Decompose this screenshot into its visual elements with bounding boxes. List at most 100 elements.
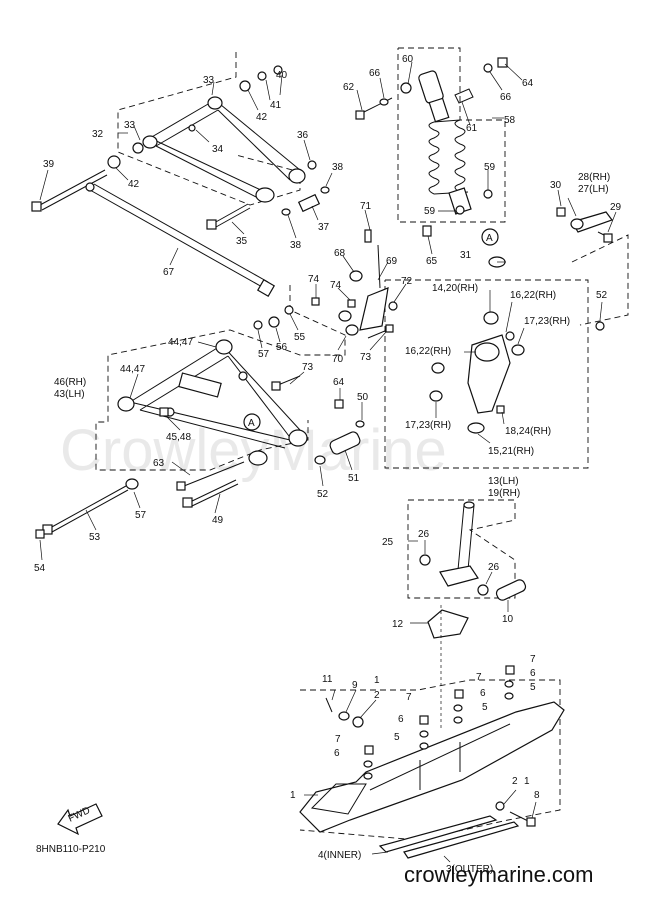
kingpin-25 bbox=[419, 501, 527, 601]
label-25: 25 bbox=[382, 537, 394, 548]
label-42b: 42 bbox=[128, 179, 140, 190]
group-32-box bbox=[117, 52, 301, 206]
label-53: 53 bbox=[89, 532, 101, 543]
label-57b: 57 bbox=[135, 510, 147, 521]
label-38a: 38 bbox=[332, 162, 344, 173]
label-67: 67 bbox=[163, 267, 175, 278]
label-32: 32 bbox=[92, 129, 104, 140]
label-72: 72 bbox=[401, 276, 413, 287]
upper-a-arm bbox=[107, 65, 330, 216]
label-17a: 17,23(RH) bbox=[524, 316, 570, 327]
label-7b: 7 bbox=[476, 672, 482, 683]
group-58-box bbox=[397, 47, 506, 223]
label-59a: 59 bbox=[484, 162, 496, 173]
label-73a: 73 bbox=[360, 352, 372, 363]
label-35: 35 bbox=[236, 236, 248, 247]
leader-lines bbox=[39, 61, 617, 863]
label-52a: 52 bbox=[317, 489, 329, 500]
ski-1 bbox=[299, 701, 565, 859]
label-16a: 16,22(RH) bbox=[510, 290, 556, 301]
label-13: 13(LH) bbox=[488, 476, 519, 487]
bolt-39 bbox=[31, 169, 108, 212]
label-6c: 6 bbox=[398, 714, 404, 725]
label-26b: 26 bbox=[488, 562, 500, 573]
bolt-63 bbox=[176, 461, 245, 491]
callout-a-marker-2 bbox=[243, 413, 261, 431]
label-41: 41 bbox=[270, 100, 282, 111]
shaft-67 bbox=[85, 182, 276, 298]
label-3: 3(OUTER) bbox=[446, 864, 493, 875]
label-5a: 5 bbox=[530, 682, 536, 693]
label-17b: 17,23(RH) bbox=[405, 420, 451, 431]
label-1a: 1 bbox=[374, 675, 380, 686]
label-70: 70 bbox=[332, 354, 344, 365]
shock-absorber bbox=[355, 57, 508, 237]
label-39: 39 bbox=[43, 159, 55, 170]
label-49: 49 bbox=[212, 515, 224, 526]
label-43: 43(LH) bbox=[54, 389, 85, 400]
label-65: 65 bbox=[426, 256, 438, 267]
label-44b: 44,47 bbox=[120, 364, 145, 375]
label-7a: 7 bbox=[530, 654, 536, 665]
label-10: 10 bbox=[502, 614, 514, 625]
label-1b: 1 bbox=[290, 790, 296, 801]
label-7d: 7 bbox=[335, 734, 341, 745]
label-9: 9 bbox=[352, 680, 358, 691]
label-2a: 2 bbox=[374, 690, 380, 701]
label-8: 8 bbox=[534, 790, 540, 801]
label-71: 71 bbox=[360, 201, 372, 212]
bolt-35 bbox=[206, 203, 251, 230]
label-33a: 33 bbox=[203, 75, 215, 86]
label-69: 69 bbox=[386, 256, 398, 267]
group-28-box bbox=[571, 234, 629, 326]
label-1c: 1 bbox=[524, 776, 530, 787]
label-59b: 59 bbox=[424, 206, 436, 217]
callout-a-marker bbox=[481, 228, 499, 246]
group-25-box bbox=[407, 499, 516, 599]
label-61: 61 bbox=[466, 123, 478, 134]
steering-spindle bbox=[429, 256, 605, 434]
bolt-53 bbox=[42, 478, 139, 535]
label-16b: 16,22(RH) bbox=[405, 346, 451, 357]
lower-a-arm bbox=[117, 339, 308, 466]
label-40: 40 bbox=[276, 70, 288, 81]
label-51: 51 bbox=[348, 473, 360, 484]
label-45: 45,48 bbox=[166, 432, 191, 443]
label-6a: 6 bbox=[530, 668, 536, 679]
label-50: 50 bbox=[357, 392, 369, 403]
label-56: 56 bbox=[276, 342, 288, 353]
label-54: 54 bbox=[34, 563, 46, 574]
part-labels: 33 40 41 42 33 32 34 36 38 39 42 37 35 3… bbox=[34, 54, 622, 875]
label-31: 31 bbox=[460, 250, 472, 261]
label-64a: 64 bbox=[522, 78, 534, 89]
label-26a: 26 bbox=[418, 529, 430, 540]
label-11: 11 bbox=[322, 674, 333, 685]
callout-a-label-2: A bbox=[248, 418, 255, 429]
fwd-arrow-icon: FWD bbox=[57, 803, 103, 836]
diagram-code: 8HNB110-P210 bbox=[36, 844, 106, 855]
steering-arm-28 bbox=[556, 207, 613, 243]
label-66a: 66 bbox=[369, 68, 381, 79]
label-66b: 66 bbox=[500, 92, 512, 103]
label-28: 28(RH) bbox=[578, 172, 610, 183]
label-62: 62 bbox=[343, 82, 355, 93]
label-63: 63 bbox=[153, 458, 165, 469]
label-74a: 74 bbox=[308, 274, 320, 285]
label-52b: 52 bbox=[596, 290, 608, 301]
label-29: 29 bbox=[610, 202, 622, 213]
label-74b: 74 bbox=[330, 280, 342, 291]
nut-54 bbox=[35, 529, 45, 539]
label-6d: 6 bbox=[334, 748, 340, 759]
label-58: 58 bbox=[504, 115, 516, 126]
label-2b: 2 bbox=[512, 776, 518, 787]
label-44a: 44,47 bbox=[168, 337, 193, 348]
label-27: 27(LH) bbox=[578, 184, 609, 195]
label-36: 36 bbox=[297, 130, 309, 141]
callout-a-label: A bbox=[486, 233, 493, 244]
label-57a: 57 bbox=[258, 349, 270, 360]
label-34: 34 bbox=[212, 144, 224, 155]
label-4: 4(INNER) bbox=[318, 850, 361, 861]
label-64b: 64 bbox=[333, 377, 345, 388]
label-68: 68 bbox=[334, 248, 346, 259]
